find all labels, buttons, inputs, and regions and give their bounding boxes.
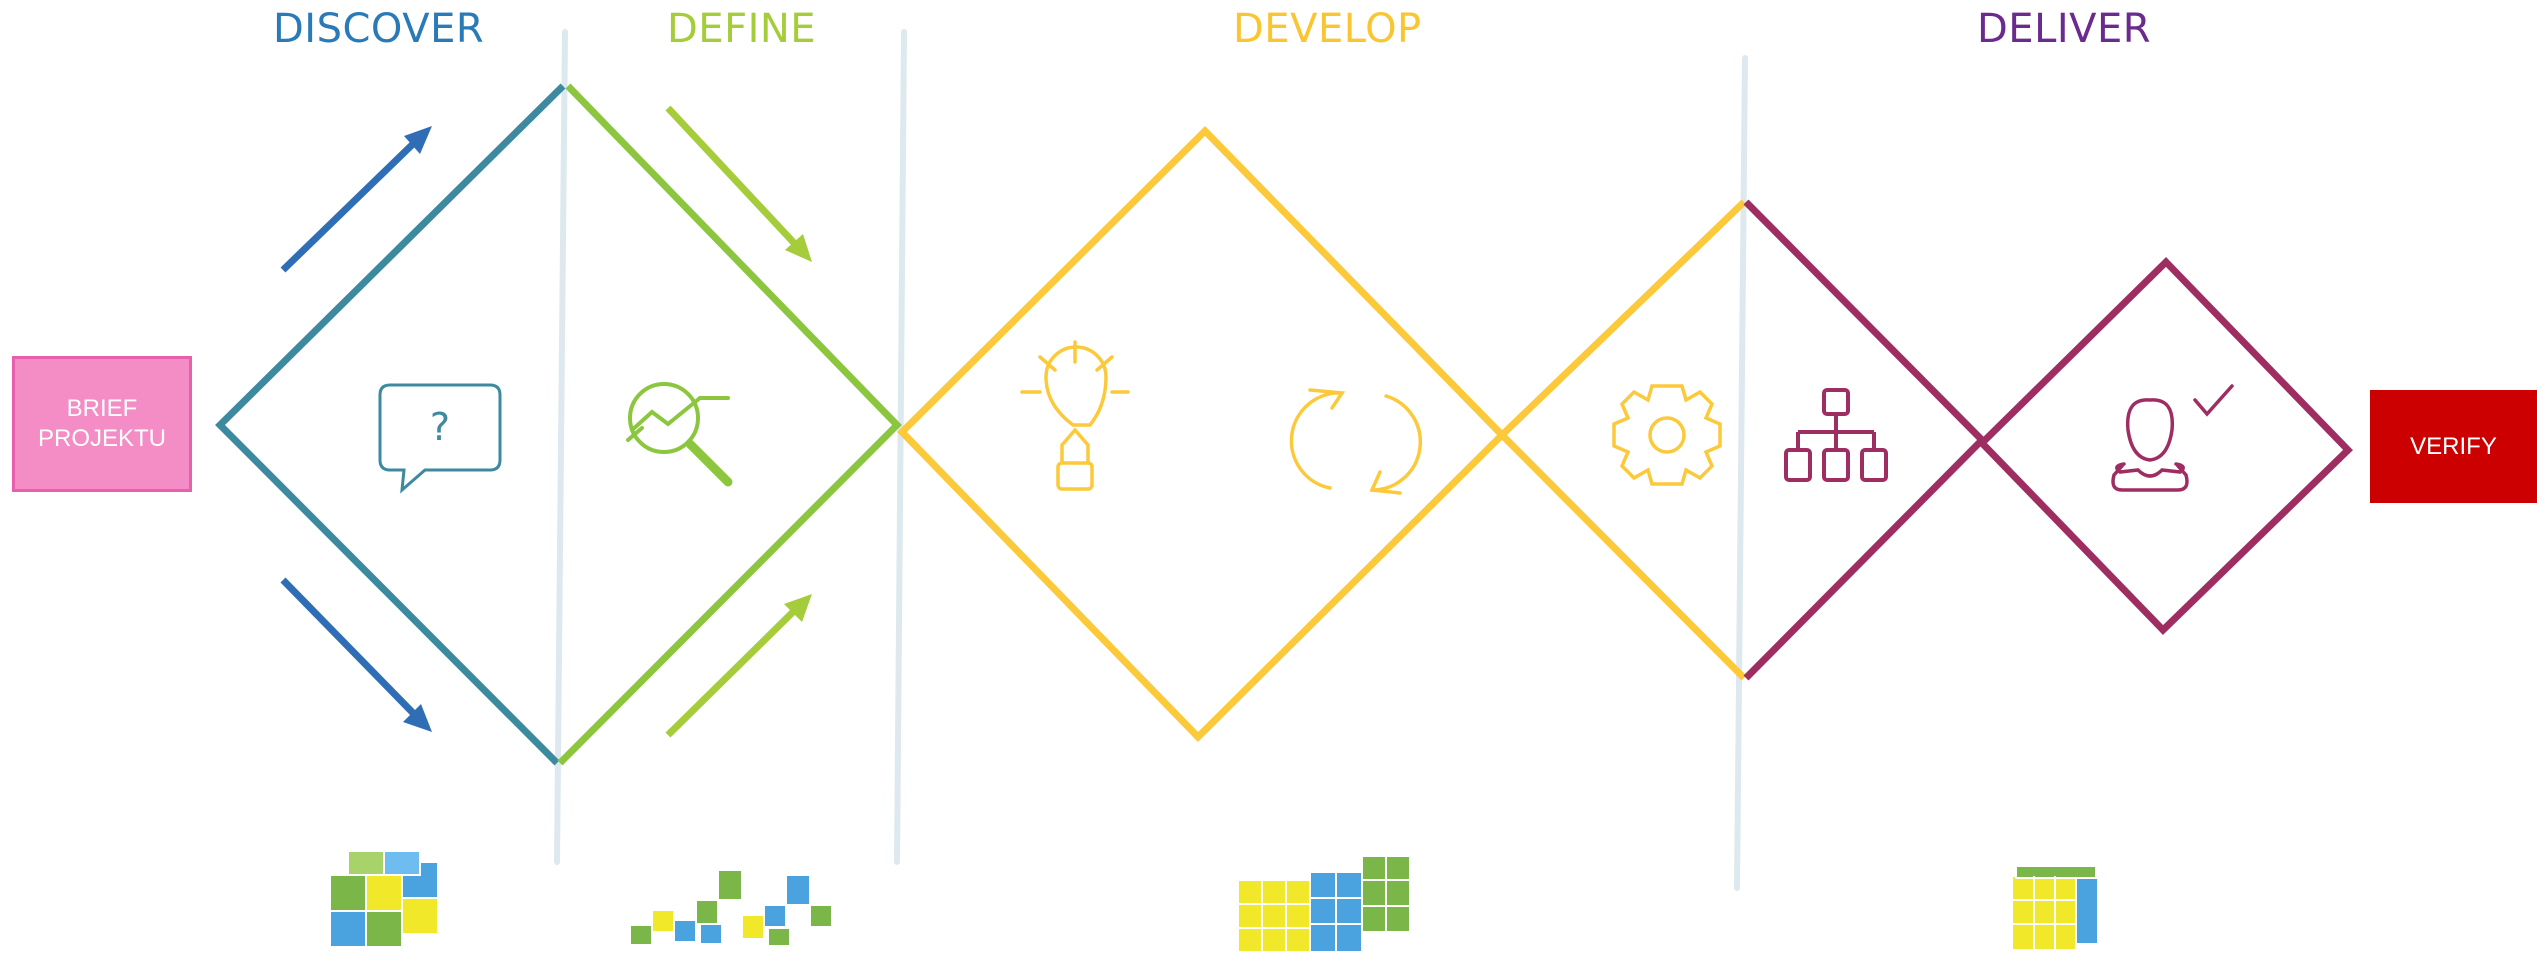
- discover-arrow-down: [280, 577, 432, 732]
- deliver-diamond-left: [1743, 199, 1987, 681]
- phase-separators: [554, 29, 1748, 891]
- separator-develop-deliver: [1734, 55, 1748, 891]
- define-cubes-illustration: [629, 869, 833, 947]
- light-bulb-icon: [1020, 340, 1130, 491]
- phase-title-deliver: DELIVER: [1977, 6, 2152, 52]
- separator-discover-define: [554, 29, 568, 865]
- define-arrow-up: [665, 594, 812, 738]
- brief-label-line2: PROJEKTU: [37, 425, 166, 452]
- separator-define-develop: [894, 29, 907, 865]
- develop-diamond-small: [1497, 199, 1747, 681]
- brief-projektu-box: BRIEF PROJEKTU: [12, 356, 192, 492]
- verify-box: VERIFY: [2370, 390, 2537, 503]
- discover-arrow-up: [280, 126, 432, 273]
- develop-cubes-illustration: [1237, 855, 1411, 953]
- magnifier-trend-chart-icon: [626, 382, 733, 487]
- phase-title-develop: DEVELOP: [1233, 6, 1422, 52]
- hierarchy-chart-icon: [1784, 388, 1888, 482]
- discover-diamond: [215, 83, 566, 766]
- phase-title-discover: DISCOVER: [273, 6, 485, 52]
- brief-label-line1: BRIEF: [66, 395, 138, 422]
- gear-icon: [1612, 384, 1722, 486]
- phase-title-define: DEFINE: [667, 6, 817, 52]
- question-mark: ?: [430, 405, 450, 449]
- question-speech-bubble-icon: ?: [378, 383, 502, 494]
- define-arrow-down: [665, 105, 812, 262]
- refresh-cycle-icon: [1289, 388, 1423, 495]
- deliver-diamond-right: [1977, 257, 2353, 635]
- discover-cubes-illustration: [329, 850, 439, 948]
- verify-label: VERIFY: [2410, 432, 2497, 460]
- develop-diamond-large: [897, 126, 1507, 742]
- deliver-cube-illustration: [2011, 865, 2099, 951]
- user-check-icon: [2111, 384, 2234, 492]
- define-diamond: [557, 83, 902, 766]
